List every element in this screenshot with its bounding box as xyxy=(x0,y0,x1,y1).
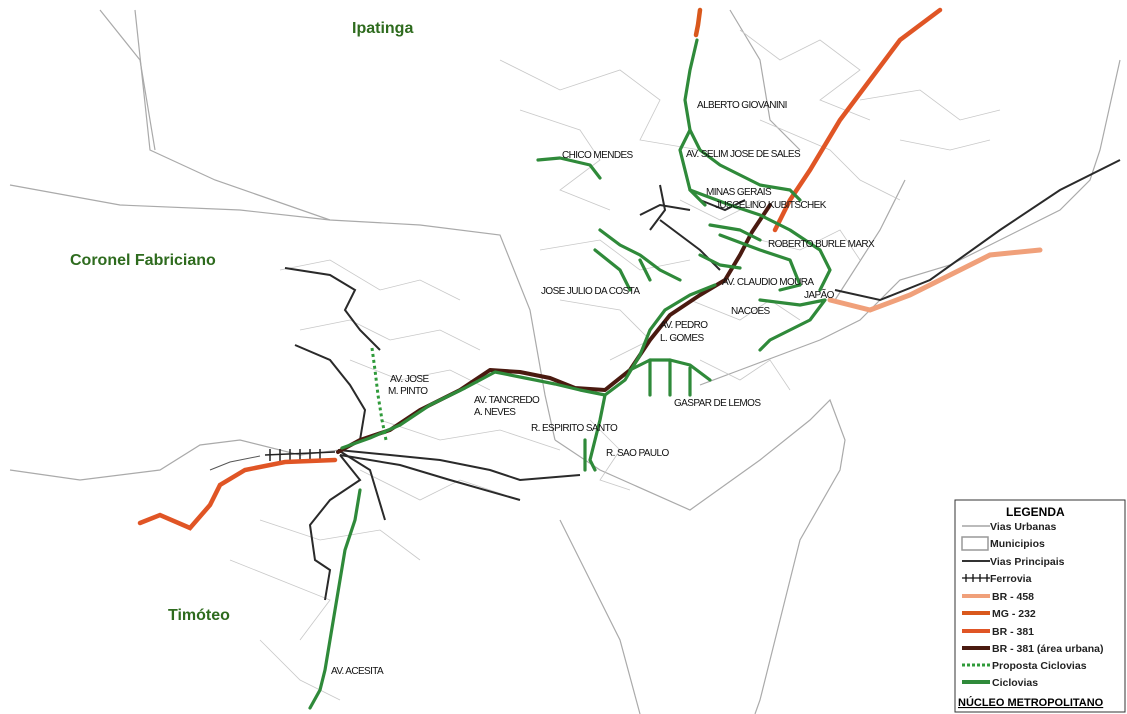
legend-footer: NÚCLEO METROPOLITANO xyxy=(958,696,1104,709)
label-jose-pinto-1: AV. JOSE xyxy=(390,374,429,385)
label-japao: JAPÃO xyxy=(804,288,835,301)
legend-symbol-municipalities xyxy=(961,536,989,551)
legend-label-mg-232: MG - 232 xyxy=(992,608,1036,620)
label-timoteo: Timóteo xyxy=(168,607,230,624)
bike-lanes xyxy=(308,38,832,710)
label-gaspar-de-lemos: GASPAR DE LEMOS xyxy=(674,398,761,409)
legend-label-railway: Ferrovia xyxy=(990,573,1032,585)
label-ipatinga: Ipatinga xyxy=(352,20,413,37)
main-roads xyxy=(284,159,1121,601)
label-pedro-gomes-2: L. GOMES xyxy=(660,333,704,344)
legend-label-proposed-bike-lane: Proposta Ciclovias xyxy=(992,660,1087,672)
proposed-bike-lane xyxy=(370,347,388,441)
mg-232-road xyxy=(693,7,703,38)
legend-box xyxy=(954,499,1126,713)
legend-label-urban-roads: Vias Urbanas xyxy=(990,521,1057,533)
br-381-road xyxy=(772,7,943,233)
municipality-boundaries xyxy=(9,9,1121,714)
label-jose-julio-da-costa: JOSE JULIO DA COSTA xyxy=(541,286,640,297)
legend-title: LEGENDA xyxy=(1006,505,1065,519)
urban-roads xyxy=(229,29,1001,701)
label-selim-jose-de-sales: AV. SELIM JOSE DE SALES xyxy=(686,149,801,160)
legend-label-br-458: BR - 458 xyxy=(992,591,1034,603)
legend-label-main-roads: Vias Principais xyxy=(990,556,1065,568)
label-roberto-burle-marx: ROBERTO BURLE MARX xyxy=(768,239,875,250)
legend-symbol-railway xyxy=(962,574,990,582)
railway xyxy=(209,449,336,471)
label-coronel-fabriciano: Coronel Fabriciano xyxy=(70,252,216,269)
label-minas-gerais: MINAS GERAIS xyxy=(706,187,772,198)
label-nacoes: NACOES xyxy=(731,306,771,317)
legend-label-municipalities: Municipios xyxy=(990,538,1045,550)
label-juscelino-kubitschek: JUSCELINO KUBITSCHEK xyxy=(715,200,827,211)
label-sao-paulo: R. SAO PAULO xyxy=(606,448,669,459)
legend-label-br-381: BR - 381 xyxy=(992,626,1034,638)
street-labels: ALBERTO GIOVANINI AV. SELIM JOSE DE SALE… xyxy=(331,100,876,677)
legend: LEGENDA Vias Urbanas Municipios Vias Pri… xyxy=(954,499,1126,713)
label-jose-pinto-2: M. PINTO xyxy=(388,386,428,397)
legend-label-br-381-urban: BR - 381 (área urbana) xyxy=(992,643,1103,655)
municipality-labels: Ipatinga Coronel Fabriciano Timóteo xyxy=(70,20,413,624)
label-pedro-gomes-1: AV. PEDRO xyxy=(660,320,708,331)
label-espirito-santo: R. ESPIRITO SANTO xyxy=(531,423,618,434)
br-381-road-west xyxy=(137,457,338,531)
br-458-road xyxy=(827,247,1043,313)
label-claudio-moura: AV. CLAUDIO MOURA xyxy=(722,277,814,288)
label-acesita: AV. ACESITA xyxy=(331,666,384,677)
label-alberto-giovanini: ALBERTO GIOVANINI xyxy=(697,100,787,111)
label-tancredo-1: AV. TANCREDO xyxy=(474,395,540,406)
label-tancredo-2: A. NEVES xyxy=(474,407,516,418)
legend-label-bike-lane: Ciclovias xyxy=(992,677,1038,689)
label-chico-mendes: CHICO MENDES xyxy=(562,150,634,161)
